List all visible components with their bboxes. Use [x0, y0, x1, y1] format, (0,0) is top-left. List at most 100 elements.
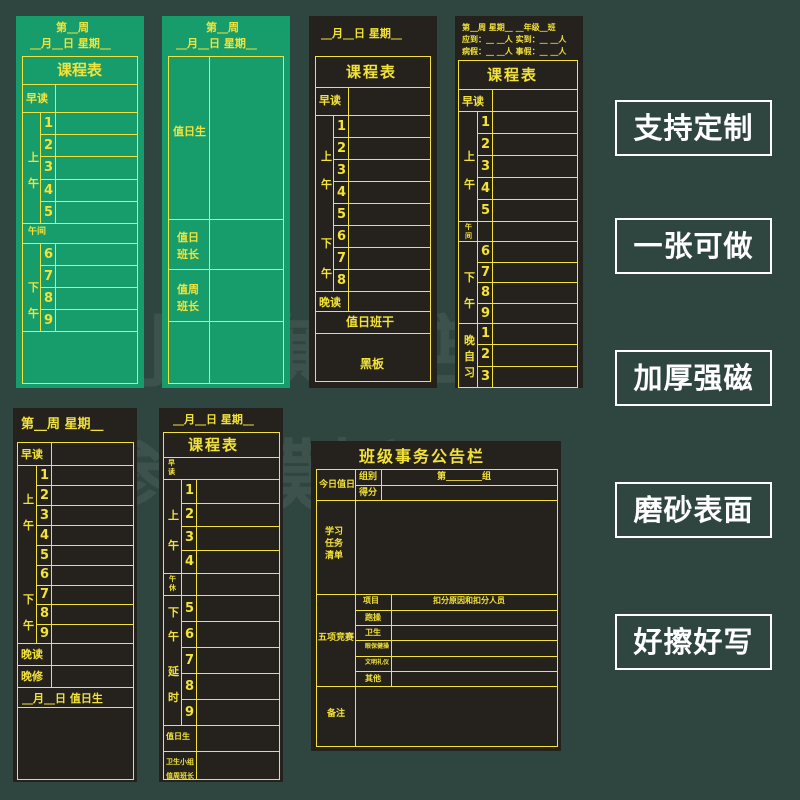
period-number: 5	[185, 601, 195, 616]
row-divider	[181, 621, 279, 622]
row-divider	[40, 287, 137, 288]
label-hygiene-group: 卫生小组	[166, 758, 194, 766]
row-divider	[477, 365, 577, 367]
label-duty-student: 值日生	[166, 732, 190, 741]
period-number: 6	[481, 244, 491, 259]
row-divider	[40, 178, 137, 180]
period-number: 1	[40, 468, 50, 483]
row-divider	[181, 673, 279, 674]
period-number: 8	[40, 606, 50, 621]
label-morning-reading: 早读	[26, 92, 48, 105]
row-divider	[36, 545, 133, 546]
period-number: 3	[40, 508, 50, 523]
period-number: 1	[337, 119, 347, 134]
period-number: 4	[44, 182, 54, 198]
row-divider	[477, 177, 577, 178]
row-divider	[36, 604, 133, 605]
row-divider	[333, 203, 430, 204]
row-divider	[477, 221, 577, 222]
period-number: 1	[481, 115, 491, 130]
row-divider	[355, 670, 557, 672]
period-number: 7	[481, 264, 491, 280]
date-header: __月__日 星期__	[321, 27, 402, 40]
row-divider	[40, 200, 137, 202]
label-study-tasks: 学习 任务 清单	[325, 527, 344, 561]
row-divider	[40, 134, 137, 136]
row-divider	[333, 181, 430, 182]
attendance-header: 应到：__ __人 实到：__ __人	[462, 35, 567, 44]
period-number: 1	[185, 483, 195, 498]
label-afternoon: 下 午	[28, 281, 39, 320]
row-divider	[181, 699, 279, 700]
row-divider	[355, 655, 557, 657]
row-divider	[36, 623, 133, 625]
row-divider	[40, 265, 137, 266]
label-morning: 上 午	[464, 150, 475, 191]
row-divider	[333, 247, 430, 248]
duty-footer: __月__日 值日生	[22, 692, 103, 705]
period-number: 6	[185, 627, 195, 642]
row-divider	[40, 223, 137, 224]
period-number: 5	[40, 548, 50, 563]
label-evening-reading: 晚读	[21, 648, 43, 661]
period-number: 2	[40, 488, 50, 503]
period-number: 8	[481, 285, 491, 300]
label-morning-reading: 早读	[21, 448, 43, 461]
period-number: 8	[185, 679, 195, 694]
label-week-monitor: 值周班长	[166, 772, 194, 780]
row-divider	[36, 643, 133, 644]
period-number: 7	[40, 586, 50, 602]
week-header: 第__周	[206, 21, 239, 34]
board-green-duty: 第__周 __月__日 星期__ 值日生 值日 班长 值周 班长	[162, 16, 290, 388]
class-header: 第__周 星期__ __年级__班	[462, 23, 556, 32]
row-divider	[477, 261, 577, 263]
bulletin-grid: 今日值日 组别 得分 第________组 学习 任务 清单 五项竞赛 项目 扣…	[316, 469, 558, 747]
label-evening-study: 晚修	[21, 670, 43, 683]
row-divider	[333, 137, 430, 138]
row-divider	[40, 309, 137, 310]
row-divider	[333, 225, 430, 226]
board-dark-schedule-2: 第__周 星期__ __年级__班 应到：__ __人 实到：__ __人 病假…	[455, 16, 583, 388]
schedule-title: 课程表	[487, 66, 539, 84]
row-divider	[477, 344, 577, 346]
period-number: 5	[44, 204, 54, 220]
period-number: 8	[44, 291, 54, 306]
row-divider	[36, 584, 133, 586]
label-group: 组别	[359, 472, 378, 482]
header-deduction-reason: 扣分原因和扣分人员	[433, 596, 505, 605]
period-number: 3	[185, 530, 195, 545]
period-number: 3	[481, 159, 491, 174]
label-noon: 午间	[28, 227, 47, 237]
period-number: 9	[481, 305, 491, 321]
week-header: 第__周 星期__	[21, 417, 104, 432]
row-divider	[477, 133, 577, 134]
row-divider	[181, 573, 279, 574]
period-number: 7	[44, 269, 54, 284]
group-number: 第________组	[437, 472, 492, 482]
label-week-monitor: 值周 班长	[177, 283, 199, 313]
row-divider	[181, 502, 279, 504]
label-morning: 上 午	[23, 493, 34, 532]
board-dark-schedule-4: __月__日 星期__ 课程表 早 读 上 午 午 休 下 午 延 时 值日生 …	[159, 408, 283, 782]
period-number: 1	[44, 116, 54, 131]
period-number: 2	[44, 138, 54, 154]
schedule-title: 课程表	[346, 63, 398, 81]
period-number: 3	[337, 163, 347, 178]
label-morning: 上 午	[321, 150, 332, 191]
contest-item: 跑操	[365, 613, 381, 622]
row-divider	[40, 156, 137, 158]
row-divider	[355, 610, 557, 611]
label-afternoon: 下 午	[168, 606, 179, 643]
label-morning-reading: 早读	[462, 95, 484, 108]
label-remarks: 备注	[327, 709, 346, 719]
period-number: 2	[481, 347, 491, 363]
row-divider	[36, 565, 133, 566]
period-number: 2	[337, 141, 347, 156]
week-header: 第__周	[56, 21, 89, 34]
row-divider	[477, 155, 577, 156]
label-score: 得分	[359, 488, 378, 498]
